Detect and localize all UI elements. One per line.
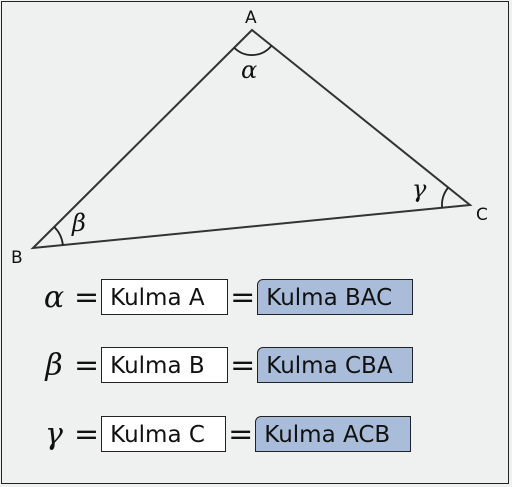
equals-sign: =: [74, 279, 100, 315]
equals-sign: =: [230, 347, 256, 383]
equals-sign: =: [230, 279, 256, 315]
vertex-label-b: B: [11, 248, 23, 268]
angle-arc-alpha: [233, 45, 273, 56]
vertex-angle-box: Kulma A: [101, 279, 229, 315]
angle-arc-gamma: [441, 186, 449, 208]
vertex-angle-box: Kulma C: [101, 416, 227, 452]
equals-sign: =: [74, 347, 100, 383]
equals-sign: =: [74, 416, 100, 452]
full-angle-box: Kulma BAC: [257, 279, 414, 315]
equation-symbol: γ: [45, 416, 63, 452]
equation-row-alpha: α = Kulma A = Kulma BAC: [40, 277, 414, 317]
equals-sign: =: [228, 416, 254, 452]
equation-row-gamma: γ = Kulma C = Kulma ACB: [40, 414, 412, 454]
vertex-label-a: A: [245, 8, 257, 28]
angle-label-alpha: α: [241, 56, 257, 84]
full-angle-box: Kulma CBA: [257, 347, 414, 383]
equation-symbol: β: [45, 347, 63, 383]
angle-arc-beta: [53, 226, 64, 246]
vertex-angle-box: Kulma B: [101, 347, 229, 383]
equation-row-beta: β = Kulma B = Kulma CBA: [40, 345, 414, 385]
angle-label-beta: β: [71, 209, 86, 237]
vertex-label-c: C: [476, 205, 488, 225]
full-angle-box: Kulma ACB: [255, 416, 412, 452]
angle-label-gamma: γ: [412, 175, 427, 203]
triangle-shape: [30, 28, 473, 250]
equation-symbol: α: [43, 279, 65, 315]
